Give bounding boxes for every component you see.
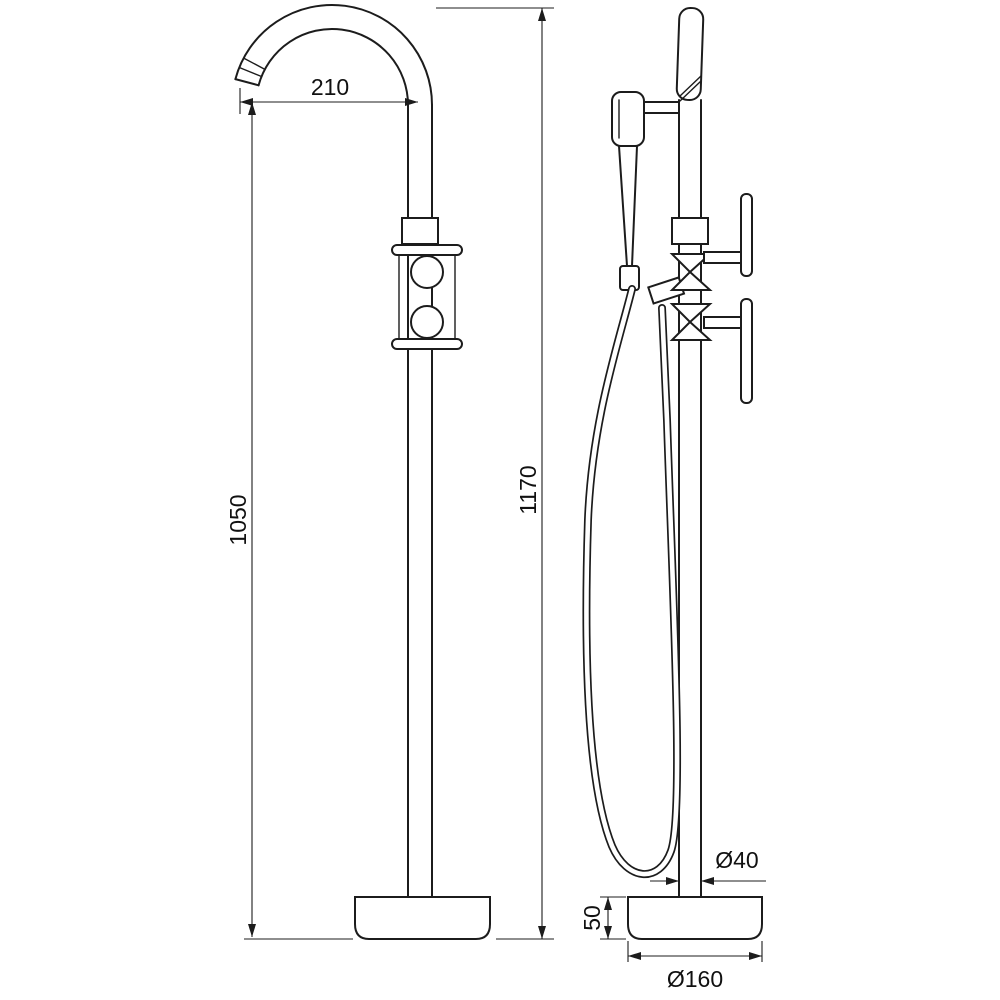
front-view: [234, 3, 491, 940]
spout-tip-cap: [234, 78, 260, 87]
dim-spout-reach-label: 210: [311, 74, 349, 100]
gooseneck-inner-curve: [257, 28, 409, 106]
dim-spout-height-label: 1050: [225, 494, 251, 545]
hot-handle-stem: [703, 251, 743, 264]
hot-valve-body: [669, 270, 713, 291]
arrowhead: [240, 98, 253, 106]
arrowhead: [604, 926, 612, 939]
spout-aerator-band: [238, 66, 263, 78]
shower-hose-inner: [584, 286, 680, 877]
dim-spout-reach: 210: [239, 74, 418, 114]
cold-handle-bar: [391, 338, 463, 350]
dim-base-diameter-label: Ø160: [667, 966, 723, 992]
cold-valve-body: [669, 303, 713, 324]
cold-valve-body: [669, 320, 713, 341]
spout-aerator-band: [242, 57, 266, 71]
hot-handle-bar: [391, 244, 463, 256]
dimension-annotations: 210 1050 1170 Ø40: [225, 7, 766, 992]
spout-mouth-line: [679, 75, 702, 97]
dim-base-diameter: Ø160: [627, 941, 763, 992]
hot-handle-lever: [740, 193, 753, 277]
arrowhead: [628, 952, 641, 960]
dim-total-height-label: 1170: [515, 465, 541, 514]
dim-base-height: 50: [579, 896, 626, 940]
gooseneck-outer-curve: [234, 3, 433, 106]
cold-handle-hub: [410, 305, 444, 339]
cold-handle-lever: [740, 298, 753, 404]
arrowhead: [248, 924, 256, 937]
dim-pipe-diameter: Ø40: [650, 847, 766, 885]
arrowhead: [538, 8, 546, 21]
cold-handle-stem: [703, 316, 743, 329]
base-side: [627, 896, 763, 940]
dim-pipe-diameter-label: Ø40: [715, 847, 758, 873]
arrowhead: [538, 926, 546, 939]
dim-base-height-label: 50: [579, 905, 605, 931]
side-view: [582, 6, 763, 940]
spout-mouth-line: [679, 80, 702, 102]
hot-valve-body: [669, 253, 713, 274]
arrowhead: [666, 877, 679, 885]
arrowhead: [405, 98, 418, 106]
hand-shower-handle: [617, 145, 639, 267]
hand-shower-head: [611, 91, 645, 147]
shower-bracket: [642, 101, 680, 114]
arrowhead: [248, 102, 256, 115]
base-front: [354, 896, 491, 940]
pipe-collar-side: [671, 217, 709, 245]
arrowhead: [604, 897, 612, 910]
dim-spout-height: 1050: [225, 102, 353, 940]
arrowhead: [701, 877, 714, 885]
spout-side-profile: [675, 6, 705, 102]
pipe-collar: [401, 217, 439, 245]
dim-total-height: 1170: [436, 7, 554, 940]
arrowhead: [749, 952, 762, 960]
hot-handle-hub: [410, 255, 444, 289]
